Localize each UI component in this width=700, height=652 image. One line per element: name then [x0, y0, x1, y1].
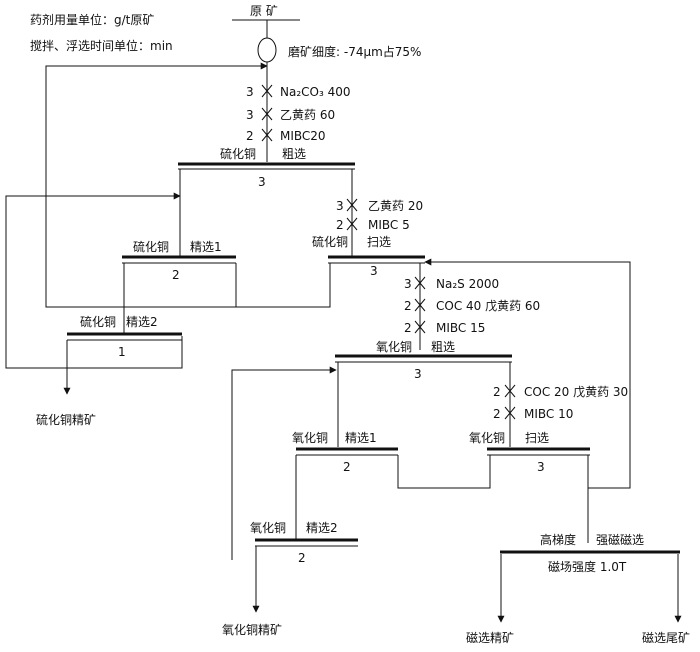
- reagent-label: MIBC 10: [524, 407, 573, 421]
- recycle-line: [45, 62, 268, 308]
- reagent-label: 乙黄药 20: [368, 199, 423, 213]
- magnetic-field-strength: 磁场强度 1.0T: [548, 559, 627, 574]
- oxide-cleaner1-cell: 氧化铜 精选1 2: [292, 430, 398, 474]
- reagent-addition-icon: [414, 276, 426, 290]
- units-note-time: 搅拌、浮选时间单位：min: [30, 38, 173, 53]
- reagent-time: 3: [246, 108, 254, 122]
- cell-label: 精选1: [345, 431, 377, 445]
- cell-label: 硫化铜: [133, 239, 169, 254]
- reagent-label: COC 20 戊黄药 30: [524, 385, 628, 399]
- reagent-addition-icon: [346, 198, 358, 212]
- reagent-label: MIBC 5: [368, 218, 410, 232]
- reagent-addition-icon: [261, 84, 273, 98]
- cell-label: 氧化铜: [469, 430, 505, 445]
- reagent-label: MIBC 15: [436, 321, 485, 335]
- recycle-line: [397, 455, 491, 489]
- cell-label: 高梯度: [540, 532, 576, 547]
- cell-time: 1: [118, 345, 126, 359]
- cell-label: 氧化铜: [376, 339, 412, 354]
- reagent-group-2: 3 乙黄药 20 2 MIBC 5: [336, 198, 423, 232]
- reagent-time: 2: [493, 385, 501, 399]
- sulfide-cleaner1-cell: 硫化铜 精选1 2: [122, 239, 236, 282]
- feed-label: 原 矿: [250, 4, 278, 18]
- grinding-mill-icon: [257, 37, 277, 63]
- sulfide-rougher-cell: 硫化铜 粗选 3: [178, 146, 355, 189]
- reagent-label: MIBC20: [280, 129, 326, 143]
- reagent-addition-icon: [414, 298, 426, 312]
- reagent-addition-icon: [261, 107, 273, 121]
- cell-time: 2: [298, 551, 306, 565]
- reagent-label: COC 40 戊黄药 60: [436, 299, 540, 313]
- reagent-time: 2: [246, 129, 254, 143]
- oxide-rougher-cell: 氧化铜 粗选 3: [335, 339, 512, 381]
- reagent-label: Na₂CO₃ 400: [280, 85, 351, 99]
- cell-label: 硫化铜: [220, 146, 256, 161]
- reagent-addition-icon: [414, 320, 426, 334]
- cell-label: 扫选: [367, 235, 391, 249]
- cell-label: 硫化铜: [312, 234, 348, 249]
- reagent-time: 3: [336, 199, 344, 213]
- cell-time: 3: [537, 460, 545, 474]
- recycle-line: [231, 366, 337, 560]
- cell-time: 2: [172, 268, 180, 282]
- magnetic-concentrate-label: 磁选精矿: [466, 630, 514, 645]
- reagent-time: 2: [336, 218, 344, 232]
- reagent-label: Na₂S 2000: [436, 277, 499, 291]
- magnetic-tailings-label: 磁选尾矿: [642, 630, 690, 645]
- cell-time: 3: [414, 367, 422, 381]
- recycle-line: [236, 263, 331, 308]
- cell-label: 粗选: [282, 147, 306, 161]
- reagent-group-1: 3 Na₂CO₃ 400 3 乙黄药 60 2 MIBC20: [246, 84, 351, 143]
- cell-label: 硫化铜: [80, 314, 116, 329]
- cell-label: 粗选: [431, 340, 455, 354]
- recycle-line: [5, 192, 183, 369]
- cell-label: 精选2: [126, 315, 158, 329]
- cell-label: 精选1: [190, 240, 222, 254]
- cell-time: 3: [370, 264, 378, 278]
- reagent-group-3: 3 Na₂S 2000 2 COC 40 戊黄药 60 2 MIBC 15: [404, 276, 540, 335]
- oxide-cleaner2-cell: 氧化铜 精选2 2: [250, 520, 358, 565]
- units-note-dosage: 药剂用量单位：g/t原矿: [30, 12, 154, 27]
- reagent-group-4: 2 COC 20 戊黄药 30 2 MIBC 10: [493, 384, 628, 421]
- reagent-time: 2: [404, 321, 412, 335]
- cell-time: 3: [258, 175, 266, 189]
- oxide-scavenger-cell: 氧化铜 扫选 3: [469, 430, 590, 474]
- cell-label: 精选2: [306, 521, 338, 535]
- cell-label: 氧化铜: [250, 520, 286, 535]
- oxide-concentrate-label: 氧化铜精矿: [222, 622, 282, 637]
- reagent-addition-icon: [261, 128, 273, 142]
- cell-time: 2: [343, 460, 351, 474]
- cell-label: 强磁磁选: [596, 532, 644, 547]
- cell-label: 扫选: [525, 431, 549, 445]
- reagent-time: 2: [404, 299, 412, 313]
- grinding-fineness: 磨矿细度: -74μm占75%: [288, 44, 421, 59]
- reagent-addition-icon: [504, 384, 516, 398]
- reagent-time: 3: [404, 277, 412, 291]
- sulfide-cleaner2-cell: 硫化铜 精选2 1: [67, 314, 182, 359]
- magnetic-separation-cell: 高梯度 强磁磁选 磁场强度 1.0T: [500, 532, 680, 574]
- reagent-time: 2: [493, 407, 501, 421]
- sulfide-concentrate-label: 硫化铜精矿: [36, 412, 96, 427]
- recycle-line: [424, 258, 631, 489]
- reagent-addition-icon: [504, 406, 516, 420]
- reagent-addition-icon: [346, 217, 358, 231]
- reagent-time: 3: [246, 85, 254, 99]
- reagent-label: 乙黄药 60: [280, 108, 335, 122]
- sulfide-scavenger-cell: 硫化铜 扫选 3: [312, 234, 425, 278]
- cell-label: 氧化铜: [292, 430, 328, 445]
